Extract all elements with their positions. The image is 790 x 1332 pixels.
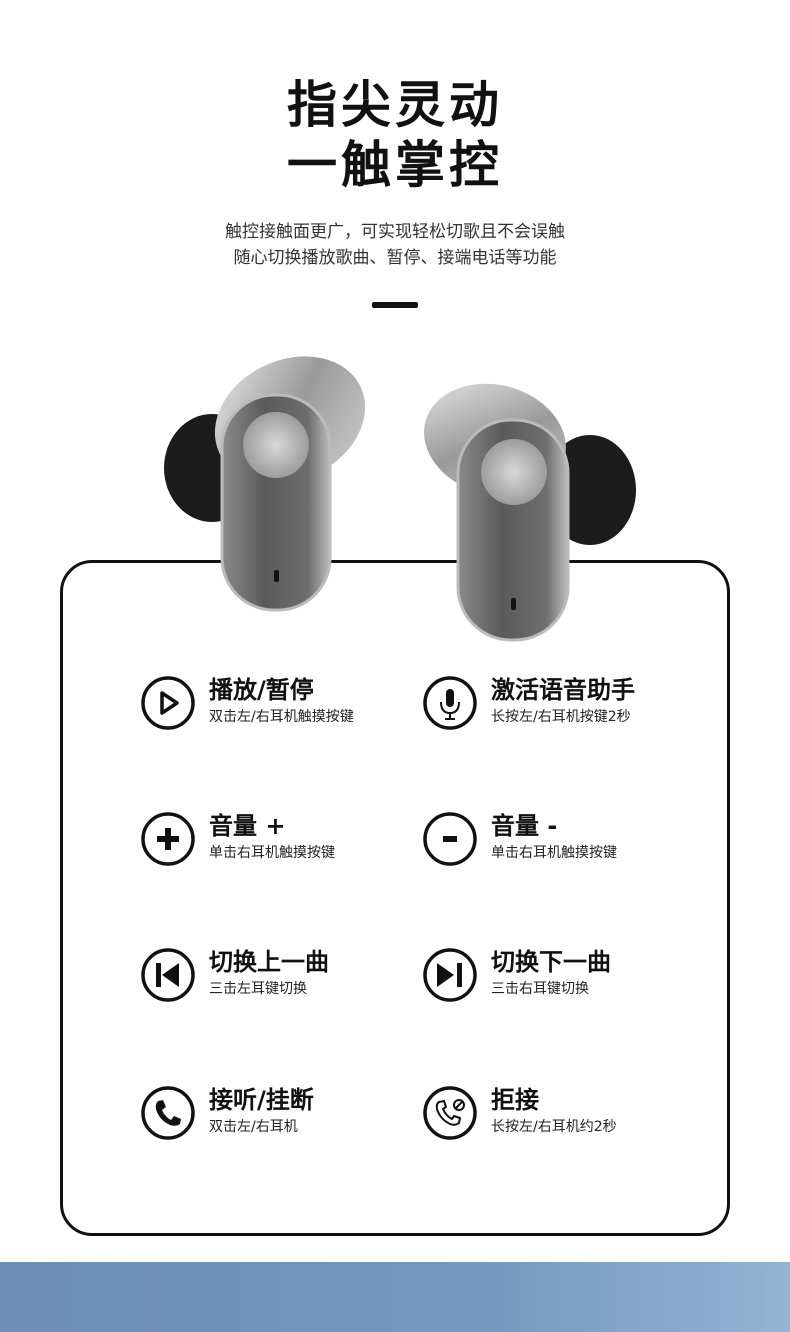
feature-card xyxy=(60,560,730,1236)
feature-title: 音量 - xyxy=(491,812,558,840)
feature-title: 接听/挂断 xyxy=(209,1086,314,1114)
minus-icon xyxy=(423,812,477,866)
feature-desc: 单击右耳机触摸按键 xyxy=(491,845,617,861)
feature-title: 切换下一曲 xyxy=(491,948,611,976)
play-icon xyxy=(141,676,195,730)
phone-icon xyxy=(141,1086,195,1140)
right-earbud xyxy=(424,383,636,642)
reject-call-icon xyxy=(423,1086,477,1140)
microphone-icon xyxy=(423,676,477,730)
heading-line-1: 指尖灵动 xyxy=(287,76,503,134)
feature-title: 音量 + xyxy=(209,812,286,840)
feature-title: 播放/暂停 xyxy=(209,676,314,704)
feature-desc: 单击右耳机触摸按键 xyxy=(209,845,335,861)
feature-desc: 三击左耳键切换 xyxy=(209,981,307,997)
next-track-icon xyxy=(423,948,477,1002)
previous-track-icon xyxy=(141,948,195,1002)
feature-title: 切换上一曲 xyxy=(209,948,329,976)
divider xyxy=(372,302,418,308)
subtitle-line-2: 随心切换播放歌曲、暂停、接端电话等功能 xyxy=(233,248,557,268)
feature-desc: 双击左/右耳机触摸按键 xyxy=(209,709,354,725)
feature-title: 激活语音助手 xyxy=(491,676,635,704)
feature-title: 拒接 xyxy=(491,1086,539,1114)
feature-desc: 长按左/右耳机约2秒 xyxy=(491,1119,617,1135)
subtitle-line-1: 触控接触面更广，可实现轻松切歌且不会误触 xyxy=(225,222,565,242)
feature-desc: 三击右耳键切换 xyxy=(491,981,589,997)
feature-desc: 双击左/右耳机 xyxy=(209,1119,298,1135)
heading-line-2: 一触掌控 xyxy=(287,136,503,194)
left-earbud xyxy=(164,356,366,612)
bottom-color-band xyxy=(0,1262,790,1332)
plus-icon xyxy=(141,812,195,866)
feature-desc: 长按左/右耳机按键2秒 xyxy=(491,709,631,725)
earbuds-image xyxy=(164,356,636,642)
